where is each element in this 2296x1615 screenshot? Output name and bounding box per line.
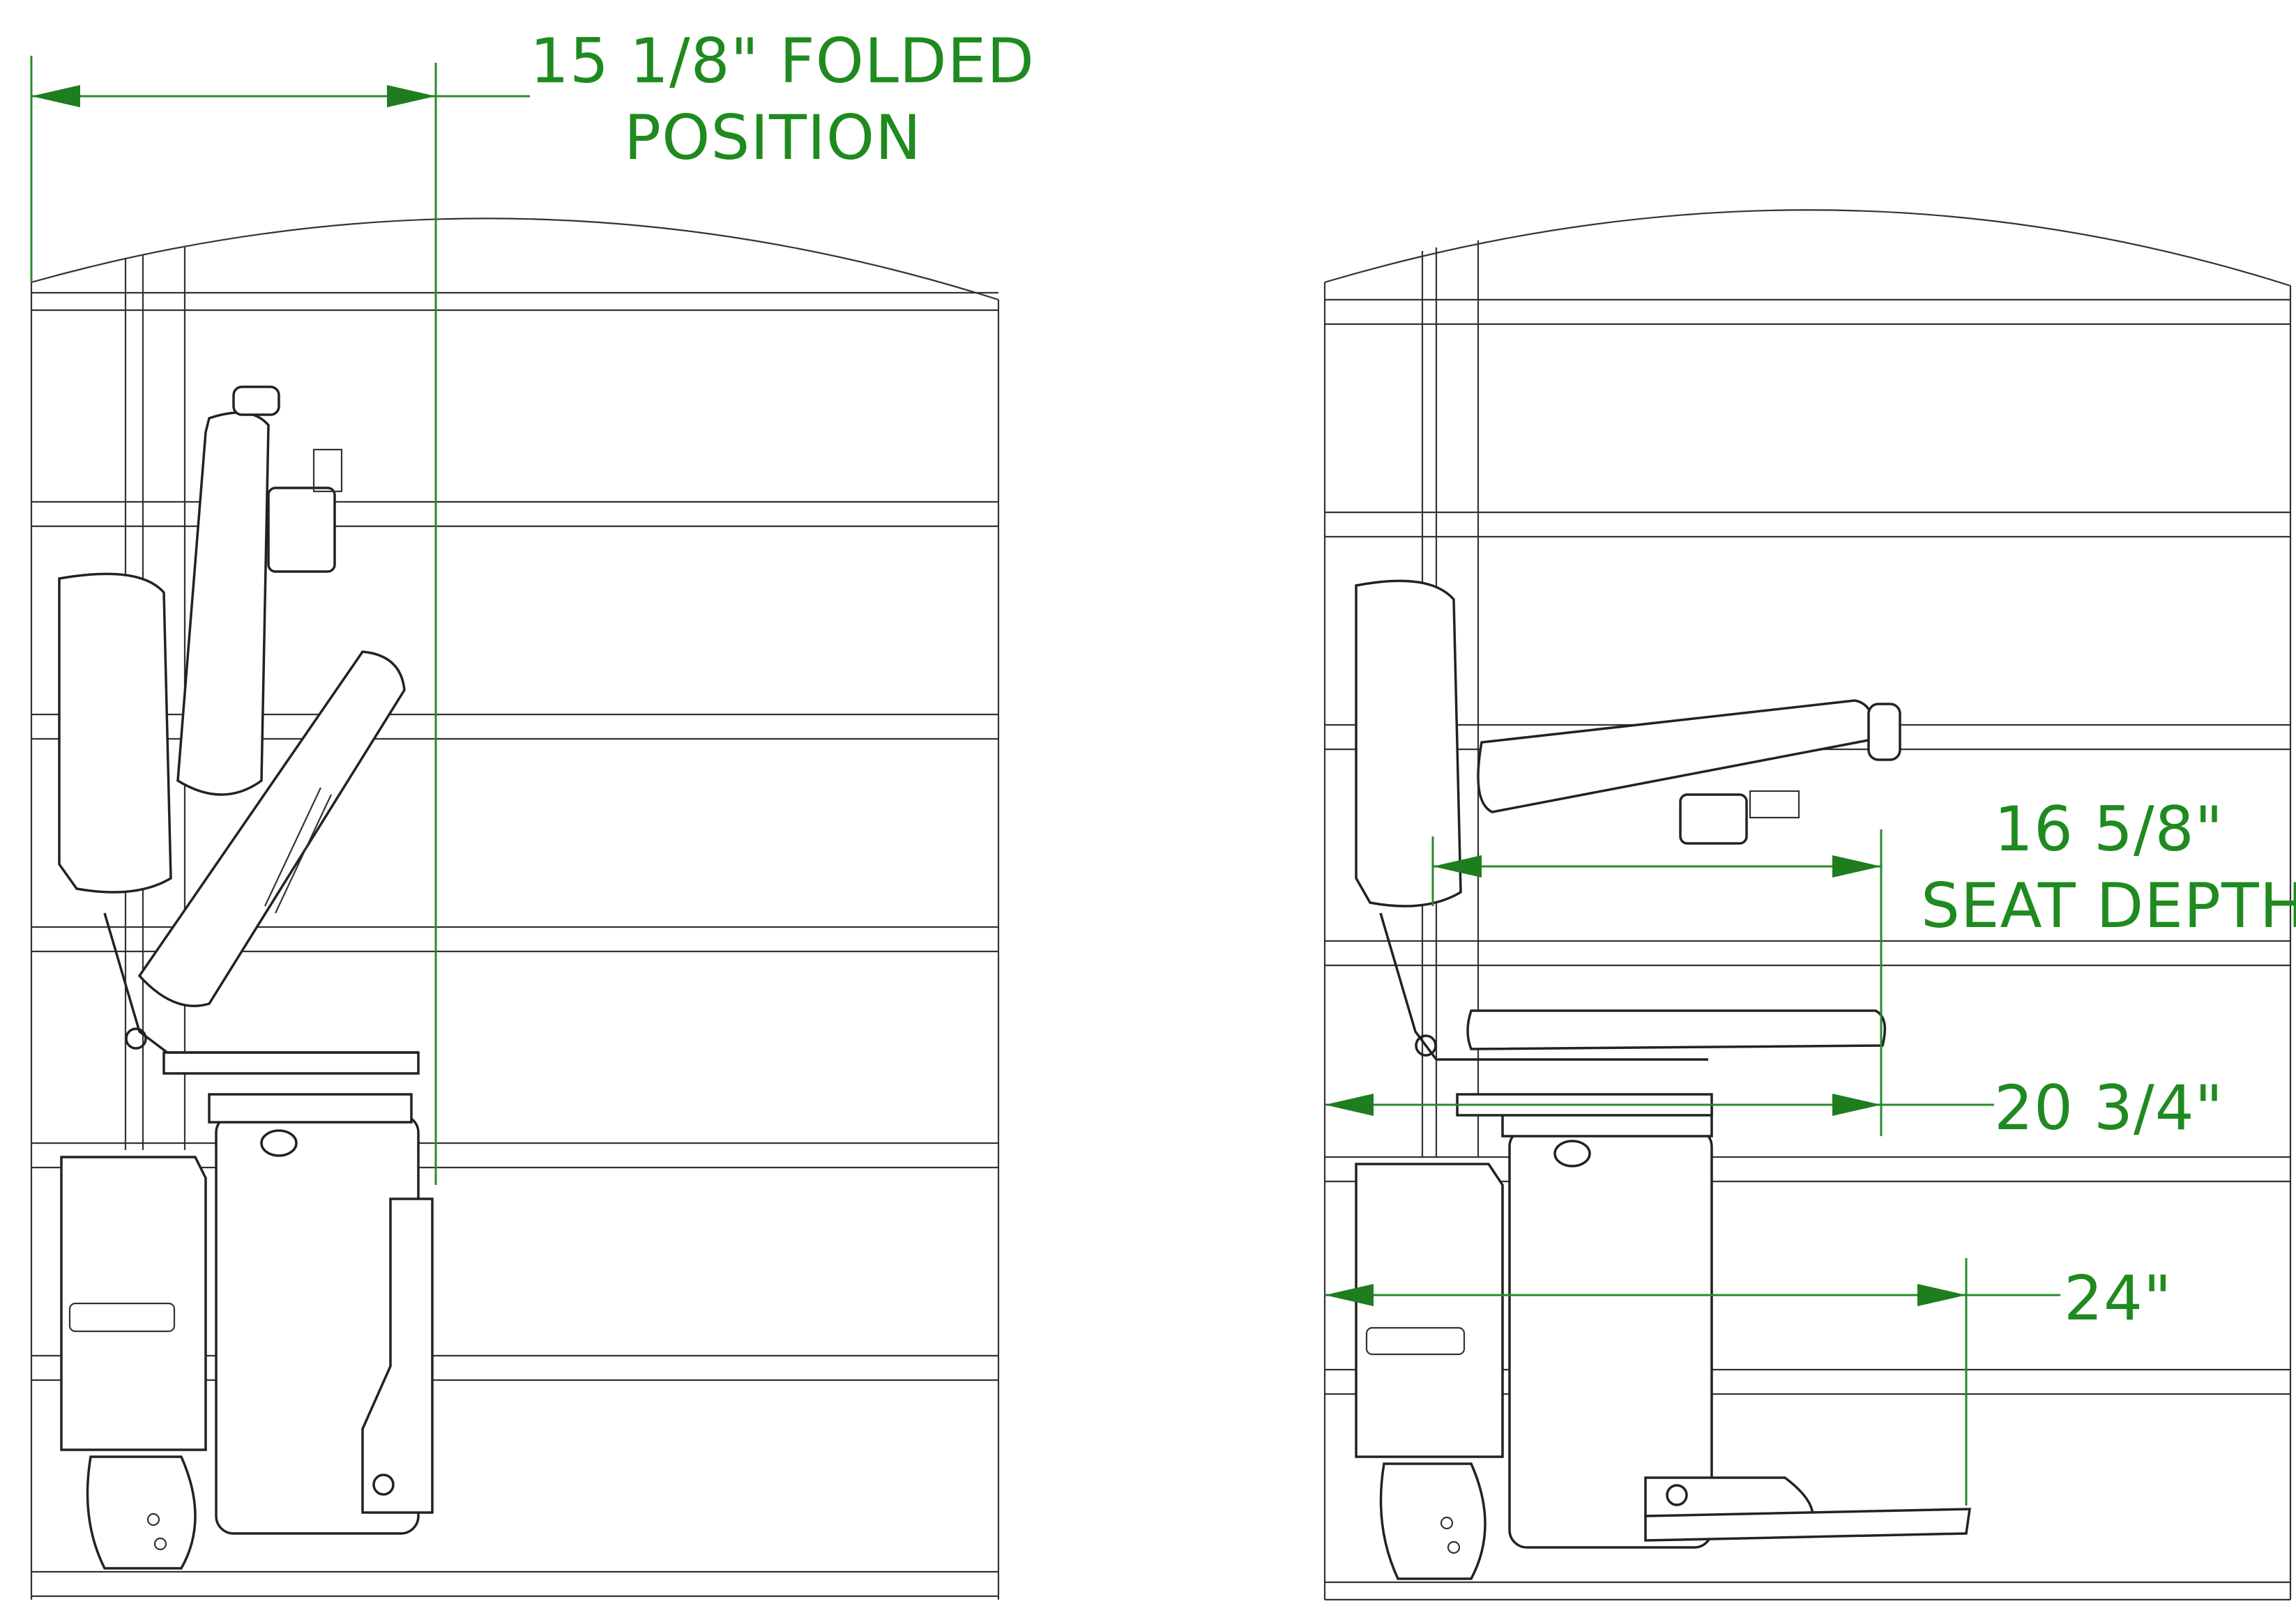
- footrest-width-label: 24": [2064, 1262, 2172, 1334]
- folded-width-label-2: POSITION: [624, 102, 922, 174]
- seat-width-label: 20 3/4": [1994, 1072, 2223, 1144]
- folded-side-view: 15 1/8" FOLDED POSITION: [30, 25, 1035, 1600]
- right-stair-frame: [1323, 209, 2292, 1601]
- right-unfolded-seat: [1355, 579, 1901, 1061]
- footrest-width-dimension: 24": [1325, 1258, 2172, 1506]
- left-carriage: [60, 1051, 434, 1570]
- folded-width-label-1: 15 1/8" FOLDED: [530, 25, 1035, 97]
- left-folded-seat: [58, 385, 418, 1054]
- folded-width-dimension: 15 1/8" FOLDED POSITION: [30, 25, 1035, 1185]
- right-carriage: [1355, 1093, 1972, 1580]
- seat-width-dimension: 20 3/4": [1325, 1072, 2223, 1144]
- seat-depth-label-2: SEAT DEPTH: [1921, 870, 2296, 942]
- seat-depth-dimension: 16 5/8" SEAT DEPTH: [1431, 793, 2296, 1136]
- seat-depth-label-1: 16 5/8": [1994, 793, 2223, 865]
- unfolded-side-view: 16 5/8" SEAT DEPTH 20 3/4" 24": [1323, 209, 2296, 1601]
